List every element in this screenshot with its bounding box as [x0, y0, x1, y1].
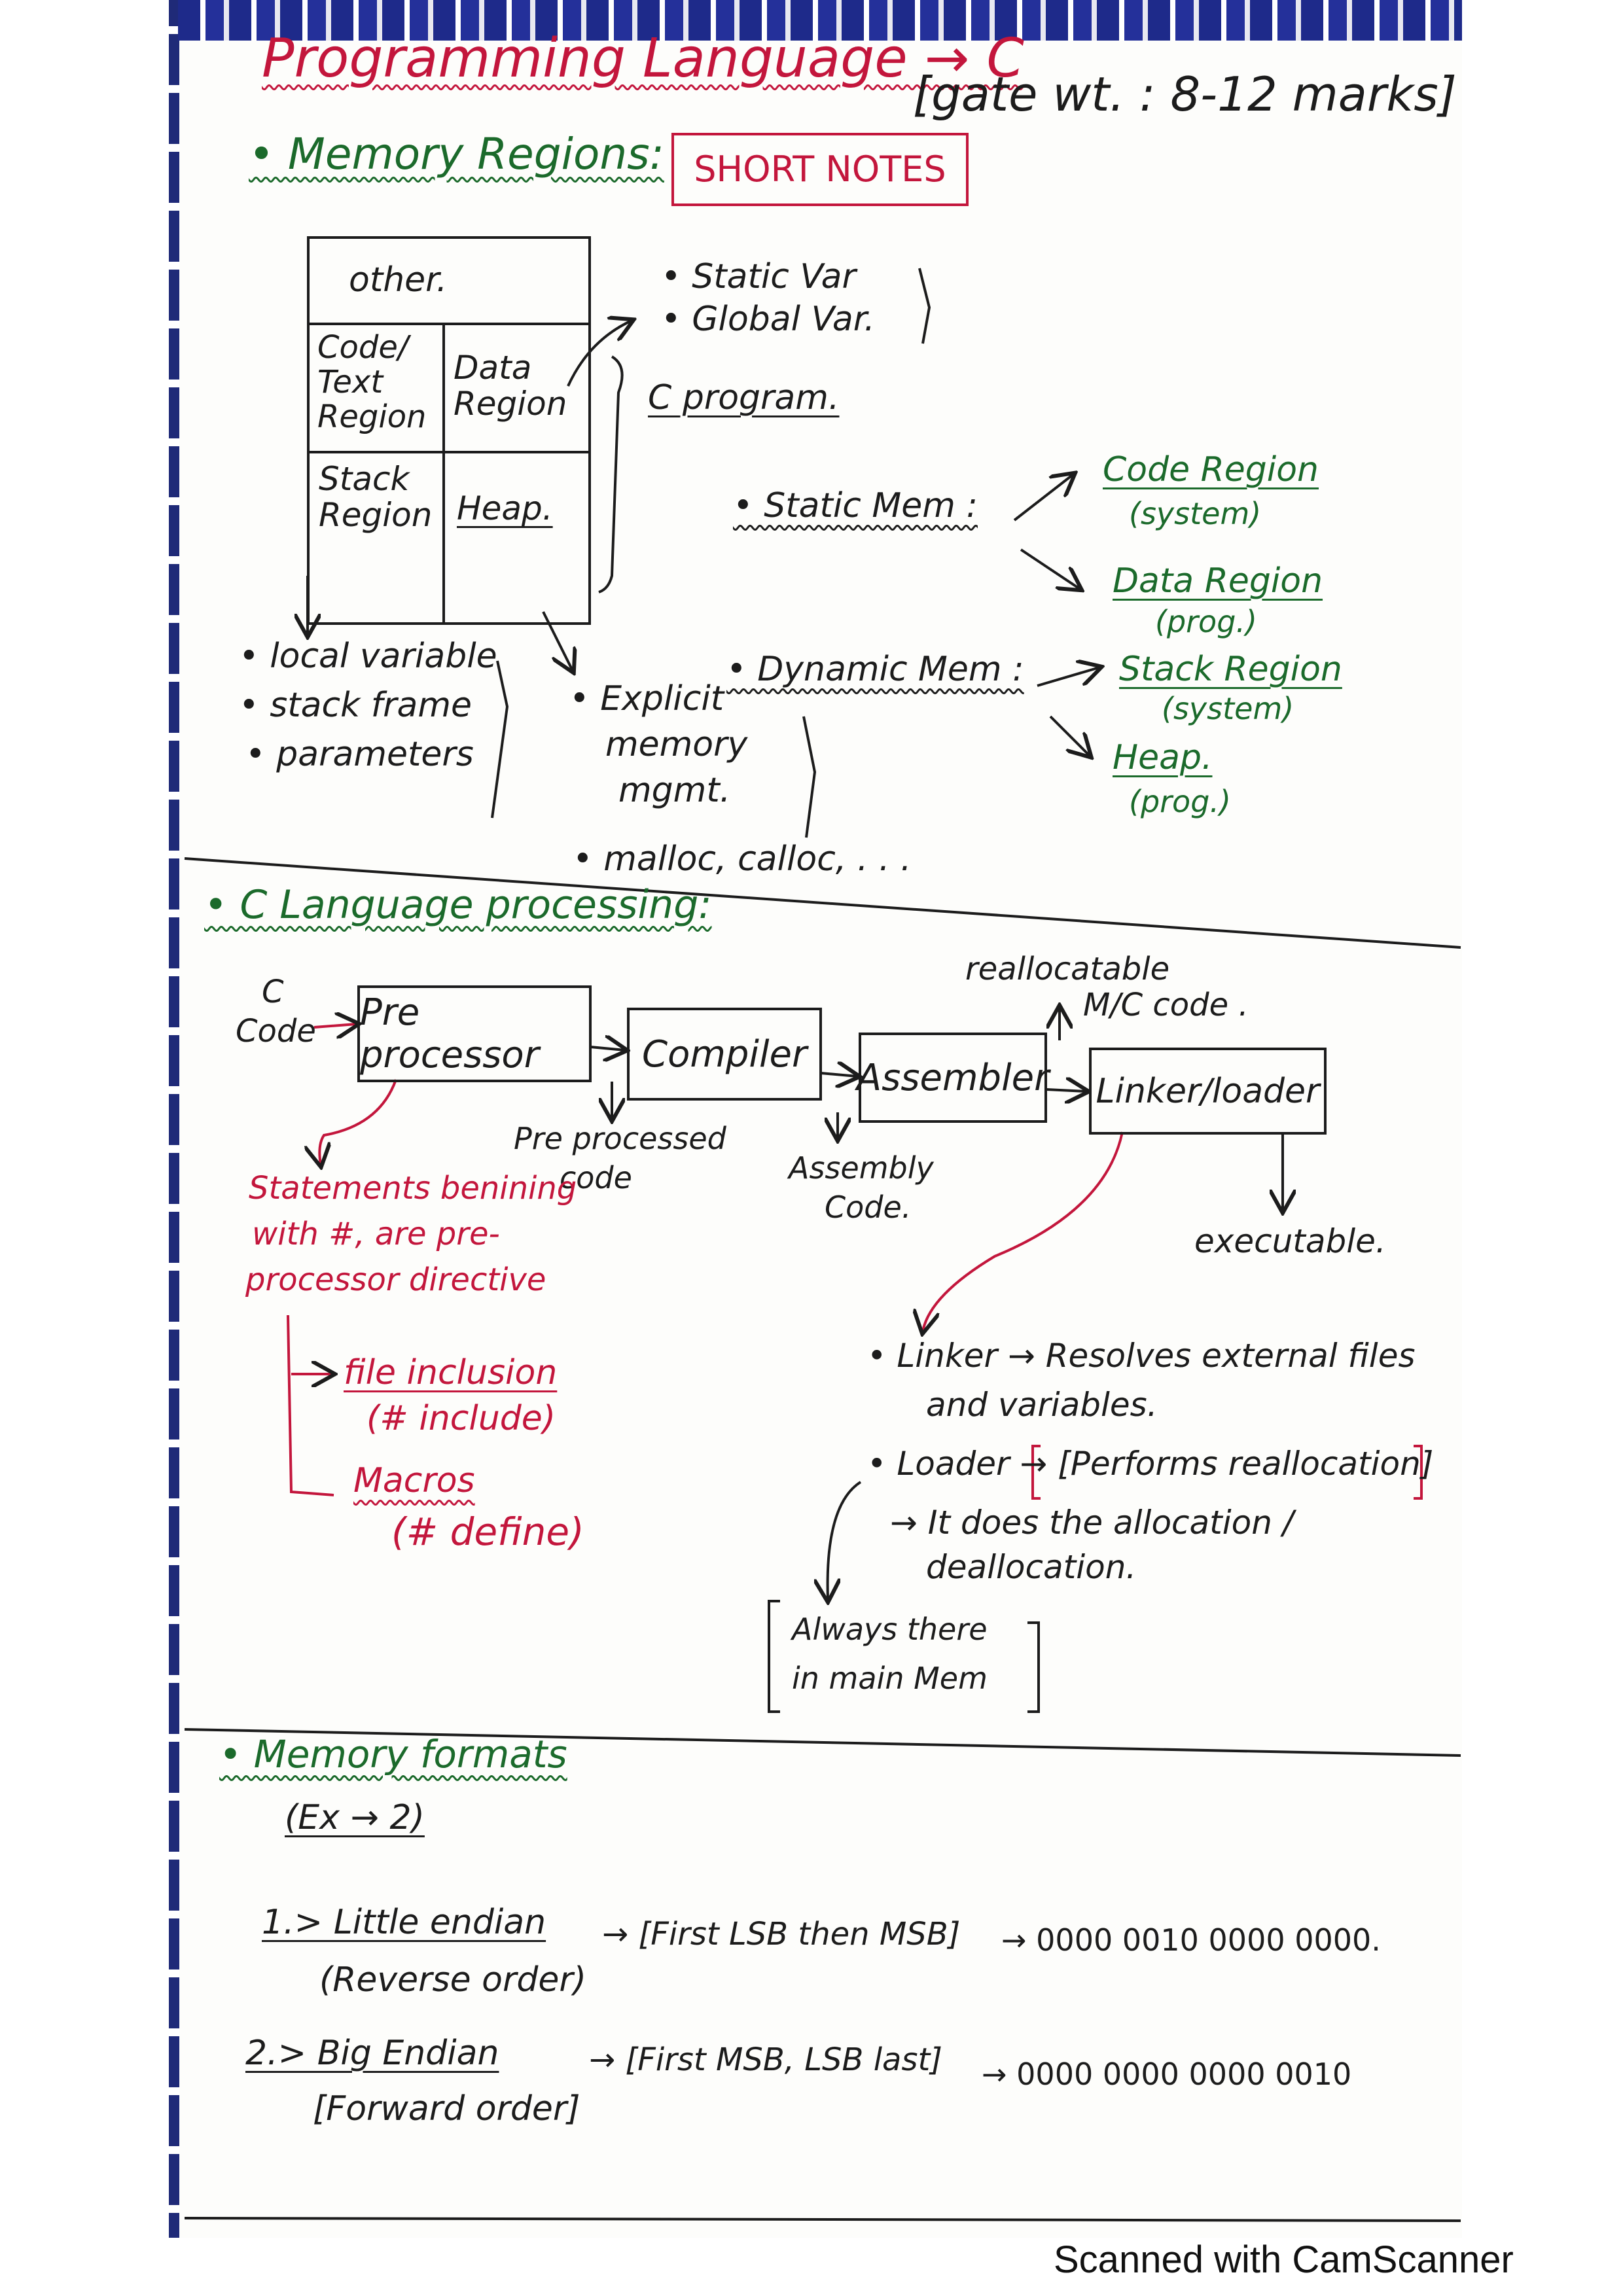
- scanner-watermark: Scanned with CamScanner: [1054, 2238, 1514, 2281]
- static-target-code-region: Code Region: [1103, 450, 1319, 489]
- directive-note-3: processor directive: [245, 1262, 546, 1298]
- dynamic-mem-label: • Dynamic Mem :: [726, 650, 1024, 689]
- little-endian-label: 1.> Little endian: [262, 1903, 546, 1942]
- region-stack: Stack Region: [319, 460, 433, 534]
- notebook-binding-edge: [169, 0, 179, 2238]
- arrow-linker-to-note: [923, 1131, 1124, 1332]
- heap-item-explicit: • Explicit: [569, 679, 724, 718]
- dynamic-target-heap: Heap.: [1113, 738, 1213, 777]
- directive-include-example: (# include): [366, 1399, 556, 1438]
- output-preprocessed-2: code: [560, 1160, 632, 1195]
- memory-layout-table: other. Code/ Text Region Data Region Sta…: [307, 236, 591, 625]
- brackets-performs: [1031, 1445, 1423, 1500]
- stage-compiler: Compiler: [627, 1008, 822, 1101]
- output-reallocatable-1: reallocatable: [965, 951, 1170, 987]
- section-divider-2: [184, 1728, 1461, 1757]
- output-executable: executable.: [1194, 1222, 1386, 1260]
- region-heap: Heap.: [457, 489, 553, 527]
- directive-note-1: Statements benining: [249, 1170, 577, 1207]
- dynamic-target-stack-region: Stack Region: [1119, 650, 1342, 689]
- brace-c-program: [598, 355, 624, 593]
- arrow-asm-to-link: [1046, 1089, 1086, 1091]
- brace-stack-items: [491, 660, 509, 819]
- dynamic-target-stack-owner: (system): [1162, 691, 1294, 726]
- dynamic-target-heap-owner: (prog.): [1129, 784, 1231, 819]
- stack-item-stack-frame: • stack frame: [239, 686, 472, 725]
- arrow-code-to-pre: [313, 1024, 357, 1027]
- output-assembly-2: Code.: [825, 1190, 912, 1225]
- stack-item-parameters: • parameters: [245, 735, 474, 774]
- arrow-data-to-vars: [567, 321, 632, 387]
- static-mem-label: • Static Mem :: [733, 486, 978, 525]
- directive-macros: Macros: [353, 1461, 475, 1500]
- brace-data-vars: [918, 268, 931, 344]
- arrow-static-code: [1013, 474, 1073, 521]
- memory-formats-example: (Ex → 2): [285, 1798, 425, 1837]
- notebook-paper: [178, 0, 1462, 2238]
- region-data: Data Region: [454, 349, 567, 423]
- section-divider-1: [184, 857, 1461, 949]
- global-var-item: • Global Var.: [661, 300, 875, 339]
- little-endian-note: (Reverse order): [319, 1960, 587, 2000]
- region-other: other.: [349, 260, 448, 300]
- output-preprocessed-1: Pre processed: [514, 1121, 726, 1156]
- arrow-dynamic-heap: [1049, 715, 1090, 756]
- stack-item-local-variable: • local variable: [239, 637, 497, 676]
- short-notes-badge: SHORT NOTES: [671, 133, 969, 206]
- big-endian-bits: → 0000 0000 0000 0010: [982, 2057, 1352, 2092]
- always-there-1: Always there: [792, 1612, 988, 1647]
- bracket-always-left: [768, 1600, 780, 1713]
- heap-item-malloc-calloc: • malloc, calloc, . . .: [573, 839, 912, 879]
- arrow-static-data: [1020, 548, 1080, 589]
- little-endian-rule: → [First LSB then MSB]: [602, 1916, 961, 1952]
- stage-assembler: Assembler: [857, 1033, 1049, 1123]
- loader-description-3: deallocation.: [926, 1548, 1137, 1586]
- directive-file-inclusion: file inclusion: [344, 1353, 558, 1392]
- loader-description-1: • Loader → [Performs reallocation]: [867, 1445, 1434, 1483]
- section-divider-3: [184, 2217, 1461, 2222]
- output-reallocatable-2: M/C code .: [1083, 987, 1249, 1023]
- static-target-data-owner: (prog.): [1155, 604, 1257, 639]
- heap-item-memory: memory: [605, 725, 748, 764]
- linker-description-2: and variables.: [926, 1386, 1158, 1424]
- always-there-2: in main Mem: [792, 1661, 988, 1696]
- arrow-comp-to-asm: [820, 1073, 857, 1076]
- loader-description-2: → It does the allocation /: [890, 1504, 1294, 1542]
- big-endian-rule: → [First MSB, LSB last]: [589, 2041, 942, 2078]
- arrow-dynamic-stack: [1037, 667, 1099, 687]
- input-code-label: Code: [236, 1013, 316, 1050]
- linker-description-1: • Linker → Resolves external files: [867, 1337, 1416, 1375]
- tree-directives: [287, 1315, 334, 1496]
- arrow-pre-to-note: [319, 1079, 397, 1165]
- heap-item-mgmt: mgmt.: [618, 771, 731, 810]
- region-code-text: Code/ Text Region: [317, 329, 427, 435]
- gate-weight: [gate wt. : 8-12 marks]: [913, 67, 1457, 122]
- arrow-heap-down: [542, 611, 573, 671]
- static-target-code-owner: (system): [1129, 496, 1262, 531]
- stage-linker-loader: Linker/loader: [1089, 1048, 1327, 1135]
- big-endian-note: [Forward order]: [313, 2089, 580, 2128]
- bracket-always-right: [1027, 1621, 1040, 1713]
- memory-formats-heading: • Memory formats: [219, 1732, 567, 1776]
- directive-define-example: (# define): [391, 1510, 584, 1554]
- brace-heap-items: [802, 716, 817, 838]
- little-endian-bits: → 0000 0010 0000 0000.: [1001, 1922, 1381, 1958]
- directive-note-2: with #, are pre-: [252, 1216, 500, 1252]
- static-var-item: • Static Var: [661, 257, 856, 296]
- processing-heading: • C Language processing:: [204, 882, 712, 928]
- output-assembly-1: Assembly: [789, 1150, 934, 1186]
- page-title: Programming Language → C: [262, 27, 1024, 90]
- stage-preprocessor: Pre processor: [357, 985, 592, 1082]
- memory-regions-heading: • Memory Regions:: [249, 129, 664, 179]
- arrow-loader-always: [828, 1481, 862, 1600]
- static-target-data-region: Data Region: [1113, 561, 1323, 601]
- cover-pattern-band: [178, 0, 1462, 41]
- input-c-label: C: [262, 974, 284, 1010]
- big-endian-label: 2.> Big Endian: [245, 2034, 499, 2073]
- c-program-label: C program.: [648, 378, 840, 417]
- arrow-pre-to-comp: [590, 1047, 625, 1050]
